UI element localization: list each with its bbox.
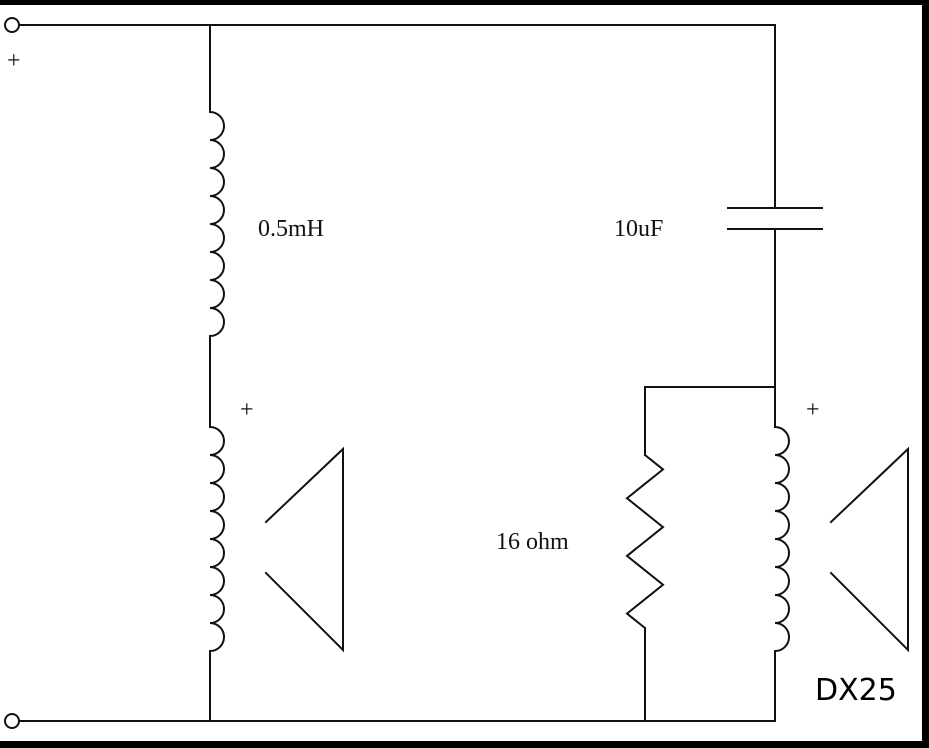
woofer-speaker-icon	[264, 446, 344, 653]
woofer-plus-label: +	[240, 397, 254, 423]
input-plus-label: +	[7, 48, 21, 74]
paper-background	[0, 5, 922, 741]
woofer-voice-coil-symbol	[209, 426, 225, 652]
tweeter-plus-label: +	[806, 397, 820, 423]
inductor-value-label: 0.5mH	[258, 216, 324, 242]
brand-label: DX25	[815, 673, 897, 708]
resistor-top-wire	[644, 386, 776, 456]
resistor-symbol	[625, 453, 665, 630]
resistor-value-label: 16 ohm	[496, 529, 569, 555]
tweeter-speaker-icon	[829, 446, 909, 653]
inductor-symbol	[209, 111, 225, 337]
input-terminal-positive[interactable]	[4, 17, 20, 33]
capacitor-value-label: 10uF	[614, 216, 663, 242]
tweeter-voice-coil-symbol	[774, 426, 790, 652]
input-terminal-negative[interactable]	[4, 713, 20, 729]
